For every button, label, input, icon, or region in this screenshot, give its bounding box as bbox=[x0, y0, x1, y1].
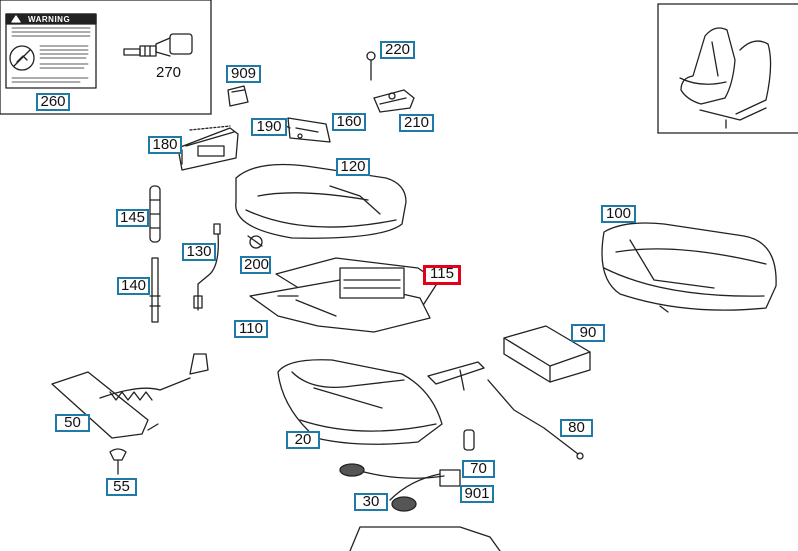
cable-part-130 bbox=[193, 223, 221, 311]
part-label-110[interactable]: 110 bbox=[234, 320, 268, 338]
part-label-80[interactable]: 80 bbox=[560, 419, 593, 437]
connector-part-270 bbox=[123, 33, 193, 57]
part-label-90[interactable]: 90 bbox=[571, 324, 605, 342]
part-label-160[interactable]: 160 bbox=[332, 113, 366, 131]
pin-part-145 bbox=[149, 185, 161, 243]
inset-frame-left bbox=[0, 0, 212, 115]
clip-part-200 bbox=[247, 235, 263, 249]
heating-mat-part-110 bbox=[249, 257, 439, 333]
cushion-part-100 bbox=[601, 222, 777, 313]
cushion-part-120 bbox=[235, 163, 407, 239]
part-label-220[interactable]: 220 bbox=[380, 41, 415, 59]
part-label-50[interactable]: 50 bbox=[55, 414, 90, 432]
lumbar-support-part-50 bbox=[51, 353, 209, 439]
part-label-260[interactable]: 260 bbox=[36, 93, 70, 111]
sensor-part-30 bbox=[339, 463, 461, 512]
connector-part-70 bbox=[463, 429, 475, 451]
pad-part-90 bbox=[503, 325, 591, 383]
part-label-901[interactable]: 901 bbox=[460, 485, 494, 503]
part-label-909[interactable]: 909 bbox=[226, 65, 261, 83]
screw-part-220 bbox=[366, 51, 376, 81]
warning-sticker-title: WARNING bbox=[28, 15, 71, 24]
rod-part-140 bbox=[149, 257, 161, 323]
frame-part-bottom bbox=[349, 526, 501, 551]
part-label-200[interactable]: 200 bbox=[240, 256, 271, 274]
part-label-115-highlighted[interactable]: 115 bbox=[423, 265, 461, 285]
part-label-30[interactable]: 30 bbox=[354, 493, 388, 511]
part-label-140[interactable]: 140 bbox=[117, 277, 150, 295]
warning-sticker-part bbox=[5, 13, 97, 89]
control-unit-part-180 bbox=[177, 125, 239, 171]
seat-cushion-part-20 bbox=[277, 359, 443, 445]
tag-part-909 bbox=[227, 85, 249, 107]
part-label-190[interactable]: 190 bbox=[251, 118, 287, 136]
part-label-270: 270 bbox=[156, 64, 182, 81]
inset-frame-right bbox=[657, 3, 798, 134]
part-label-120[interactable]: 120 bbox=[336, 158, 370, 176]
part-label-180[interactable]: 180 bbox=[148, 136, 182, 154]
part-label-130[interactable]: 130 bbox=[182, 243, 216, 261]
part-label-55[interactable]: 55 bbox=[106, 478, 137, 496]
bracket-part-210 bbox=[373, 89, 415, 113]
part-label-210[interactable]: 210 bbox=[399, 114, 434, 132]
wire-part-80 bbox=[427, 361, 584, 460]
part-label-20[interactable]: 20 bbox=[286, 431, 320, 449]
part-label-100[interactable]: 100 bbox=[601, 205, 636, 223]
part-label-70[interactable]: 70 bbox=[462, 460, 495, 478]
part-label-145[interactable]: 145 bbox=[116, 209, 149, 227]
bracket-part-160 bbox=[281, 117, 331, 143]
clip-part-55 bbox=[109, 448, 127, 475]
